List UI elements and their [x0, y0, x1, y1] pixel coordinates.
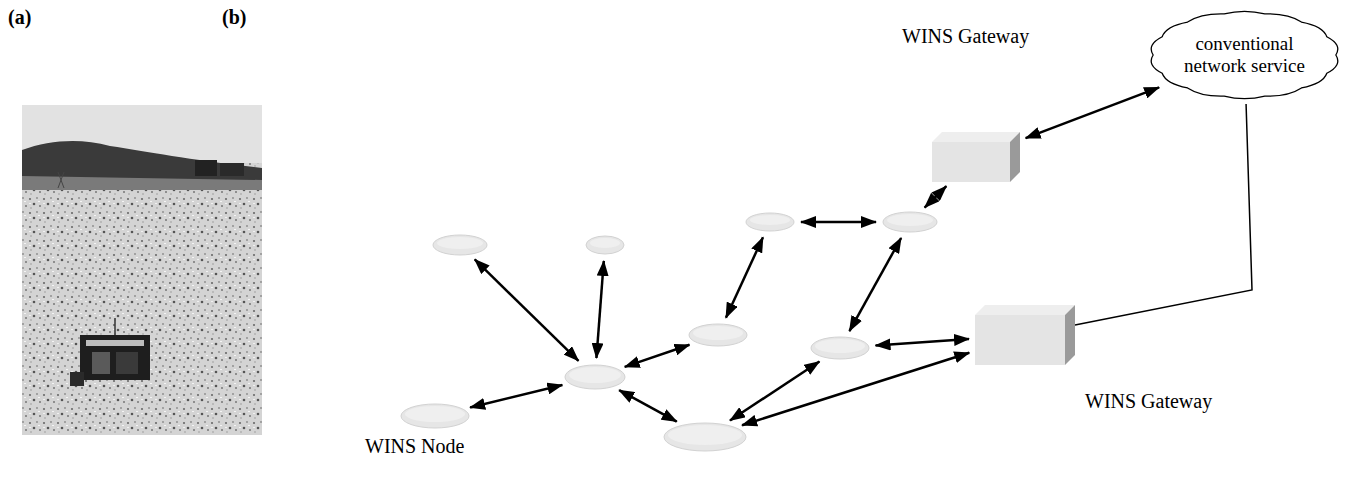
disk-top [693, 326, 743, 340]
box-side [1065, 305, 1075, 365]
link-arrow [470, 385, 562, 407]
disk-shape [883, 212, 937, 232]
gateway-box-outline [932, 132, 1020, 182]
disk-top [569, 367, 621, 383]
link-arrow [475, 259, 579, 360]
box-top [932, 132, 1020, 142]
disk-top [815, 339, 865, 353]
disk-shape [689, 324, 747, 346]
sensor-node [745, 212, 795, 232]
disk-shape [664, 423, 746, 451]
sensor-node-outline [400, 403, 470, 429]
gateway-box: WINS Gateway [975, 305, 1075, 365]
sensor-node-outline [564, 364, 626, 390]
disk-shape [433, 235, 487, 255]
link-arrow [876, 339, 969, 346]
disk-shape [565, 365, 625, 389]
disk-top [887, 214, 933, 226]
link-arrow [730, 362, 819, 421]
disk-top [405, 406, 465, 422]
sensor-node-outline [663, 422, 747, 452]
link-arrow [849, 238, 901, 331]
disk-top [668, 425, 742, 445]
link-arrow [742, 353, 969, 425]
link-arrow [619, 390, 677, 421]
box-front [975, 315, 1065, 365]
node-label: conventional network service [1175, 33, 1315, 77]
sensor-node [564, 364, 626, 390]
disk-shape [811, 337, 869, 359]
cloud-outline [1151, 11, 1338, 98]
link-arrow [726, 237, 763, 317]
sensor-node [585, 235, 625, 255]
disk-shape [586, 236, 624, 254]
sensor-node: WINS Node [400, 403, 470, 429]
box-side [1010, 132, 1020, 182]
panel-label: (b) [222, 6, 246, 29]
box-top [975, 305, 1075, 315]
node-heading: WINS Node [365, 435, 435, 458]
node-heading: WINS Gateway [1085, 390, 1185, 413]
sensor-node [663, 422, 747, 452]
gateway-box-outline [975, 305, 1075, 365]
link-arrow [925, 186, 947, 207]
sensor-node-outline [810, 336, 870, 360]
sensor-node-outline [745, 212, 795, 232]
box-front [932, 142, 1010, 182]
sensor-node-outline [432, 234, 488, 256]
link-arrow [801, 221, 876, 224]
disk-top [590, 238, 620, 248]
link-arrow [625, 345, 690, 367]
sensor-node [882, 211, 938, 233]
disk-top [437, 237, 483, 249]
node-heading: WINS Gateway [902, 25, 990, 48]
gateway-box: WINS Gateway [932, 132, 1020, 182]
disk-shape [746, 213, 794, 231]
sensor-node-outline [688, 323, 748, 347]
sensor-node-outline [882, 211, 938, 233]
panel-label: (a) [8, 6, 31, 29]
sensor-node [432, 234, 488, 256]
sensor-node-outline [585, 235, 625, 255]
sensor-node [688, 323, 748, 347]
sensor-node [810, 336, 870, 360]
network-cloud: conventional network service [1143, 6, 1346, 104]
link-arrow [596, 261, 603, 358]
link-arrow [1026, 87, 1160, 138]
disk-shape [401, 404, 469, 428]
disk-top [750, 215, 790, 225]
link-line [1075, 104, 1252, 325]
